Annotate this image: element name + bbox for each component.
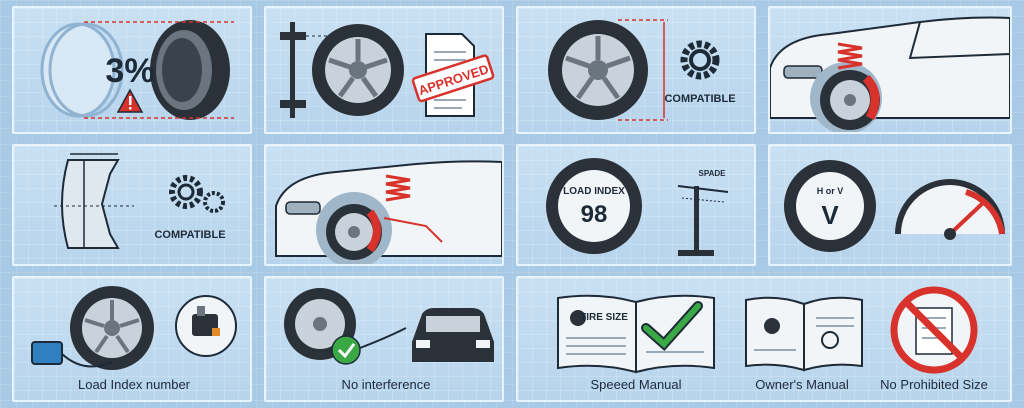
tire-icon [150,20,230,120]
panel-tpms-sensor: Load Index number [12,276,252,402]
panel-caption: No interference [341,377,431,392]
panel-manuals: TIRE SIZE [516,276,1012,402]
gear-icon [680,40,720,80]
panel-approved-wheel: APPROVED [264,6,504,134]
gauge-label: SPADE [699,169,727,178]
panel-compatible-wheel: COMPATIBLE [516,6,756,134]
tire-icon [784,160,876,252]
panel-rim-offset: COMPATIBLE [12,144,252,266]
spring-icon [385,174,411,202]
tire-icon [546,158,642,254]
gear-chain-icon [169,175,225,213]
panel-caption: Owner's Manual [755,377,849,392]
panel-car-brake [768,6,1012,134]
compatible-label: COMPATIBLE [664,93,735,105]
spring-icon [837,42,863,70]
check-circle-icon [331,335,361,365]
wheel-icon [548,20,648,120]
load-index-label: LOAD INDEX [563,186,625,197]
panel-speed-rating: H or V V [768,144,1012,266]
valve-sensor-icon [175,295,237,357]
panel-suspension-clearance [264,144,504,266]
brake-disc-icon [326,204,382,260]
prohibited-icon [890,286,978,374]
car-front-icon [770,16,1010,132]
panel-tire-size-difference: 3% [12,6,252,134]
ghost-tire-icon [40,22,124,118]
brake-disc-icon [820,70,880,130]
panel-load-index: LOAD INDEX 98 SPADE [516,144,756,266]
car-front-icon [412,308,494,362]
open-book-icon [745,296,863,372]
percent-label: 3% [105,52,154,90]
panel-caption: Load Index number [77,377,191,392]
tire-size-badge: TIRE SIZE [580,312,628,323]
compatible-label: COMPATIBLE [154,229,225,241]
wheel-icon [312,24,404,116]
checkmark-icon [641,301,703,352]
speed-rating-code: V [821,200,839,230]
tread-gauge-icon [677,185,729,256]
rim-profile-icon [61,159,120,249]
caliper-tool-icon [280,22,348,118]
wheel-icon [70,286,154,370]
panel-no-interference: No interference [264,276,504,402]
warning-icon [116,88,144,113]
sensor-tool-icon [31,341,113,368]
panel-caption: No Prohibited Size [880,377,988,392]
panel-caption: Speeed Manual [590,377,682,392]
load-index-code: 98 [581,201,608,228]
speedometer-icon [895,179,1005,240]
speed-rating-top: H or V [817,186,844,196]
